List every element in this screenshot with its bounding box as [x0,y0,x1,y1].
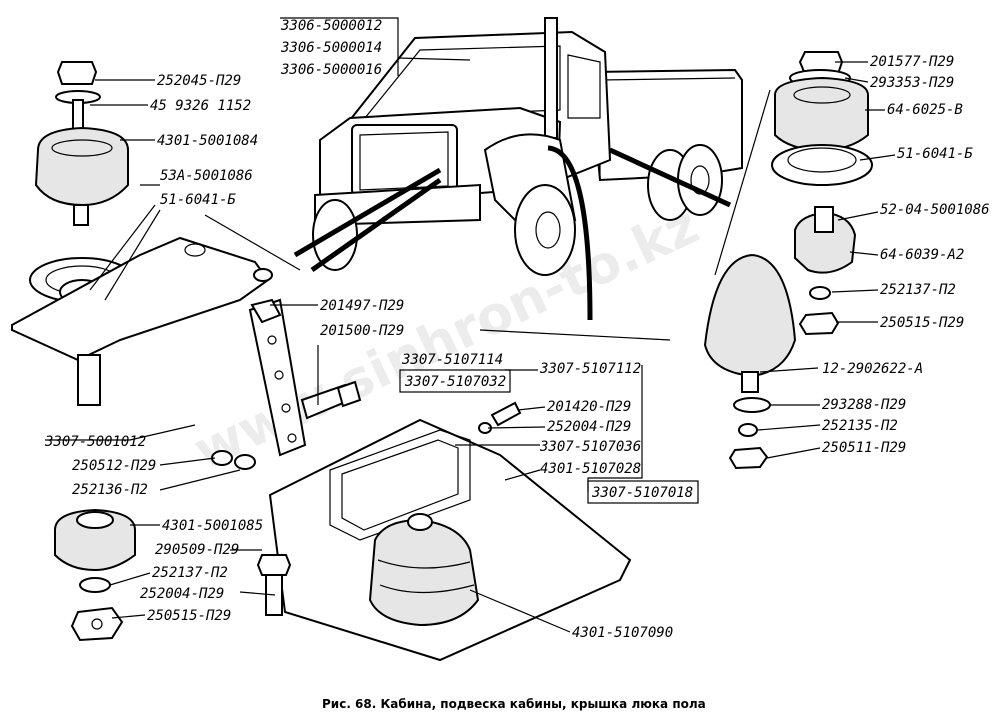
label-201500: 201500-П29 [320,323,404,339]
label-cab-3: 3306-5000016 [280,62,382,78]
floor-hatch [256,401,632,662]
label-293353: 293353-П29 [870,75,954,91]
label-459326: 45 9326 1152 [150,98,251,114]
label-51-6041-right: 51-6041-Б [897,146,973,162]
label-252135: 252135-П2 [822,418,898,434]
truck-illustration [293,17,743,321]
label-250515-right: 250515-П29 [880,315,964,331]
label-3307-5107036: 3307-5107036 [539,439,641,455]
part-labels: 3306-5000012 3306-5000014 3306-5000016 2… [44,18,990,641]
label-252045: 252045-П29 [157,73,241,89]
label-12-2902622: 12-2902622-А [822,361,923,377]
label-250511: 250511-П29 [822,440,906,456]
label-252137-left: 252137-П2 [152,565,228,581]
label-cab-1: 3306-5000012 [280,18,382,34]
label-53a-5001086: 53А-5001086 [160,168,253,184]
label-4301-5107090: 4301-5107090 [572,625,673,641]
label-252136: 252136-П2 [72,482,148,498]
label-3307-5107112: 3307-5107112 [539,361,641,377]
label-64-6039: 64-6039-А2 [880,247,964,263]
label-4301-5001084: 4301-5001084 [157,133,258,149]
label-3307-5107018: 3307-5107018 [591,485,693,501]
label-252004-left: 252004-П29 [140,586,224,602]
label-3307-5107032: 3307-5107032 [404,374,506,390]
label-4301-5001085: 4301-5001085 [162,518,263,534]
label-cab-2: 3306-5000014 [280,40,382,56]
label-201577: 201577-П29 [870,54,954,70]
label-293288: 293288-П29 [822,397,906,413]
label-3307-5001012: 3307-5001012 [44,434,146,450]
figure-caption: Рис. 68. Кабина, подвеска кабины, крышка… [322,697,706,711]
label-52-04-5001086: 52-04-5001086 [880,202,990,218]
label-252137-right: 252137-П2 [880,282,956,298]
label-3307-5107114: 3307-5107114 [401,352,503,368]
leader-lines [45,17,896,633]
label-4301-5107028: 4301-5107028 [540,461,641,477]
label-group-box-3307-5107032 [399,369,511,393]
label-250515-left: 250515-П29 [147,608,231,624]
label-290509: 290509-П29 [155,542,239,558]
label-252004-mid: 252004-П29 [547,419,631,435]
left-cab-mount [11,61,362,642]
label-201497: 201497-П29 [320,298,404,314]
label-51-6041-left: 51-6041-Б [160,192,236,208]
right-cab-mount [703,51,873,470]
label-201420: 201420-П29 [547,399,631,415]
label-group-box-3307-5107018 [587,480,699,504]
label-250512: 250512-П29 [72,458,156,474]
label-64-6025: 64-6025-В [887,102,963,118]
